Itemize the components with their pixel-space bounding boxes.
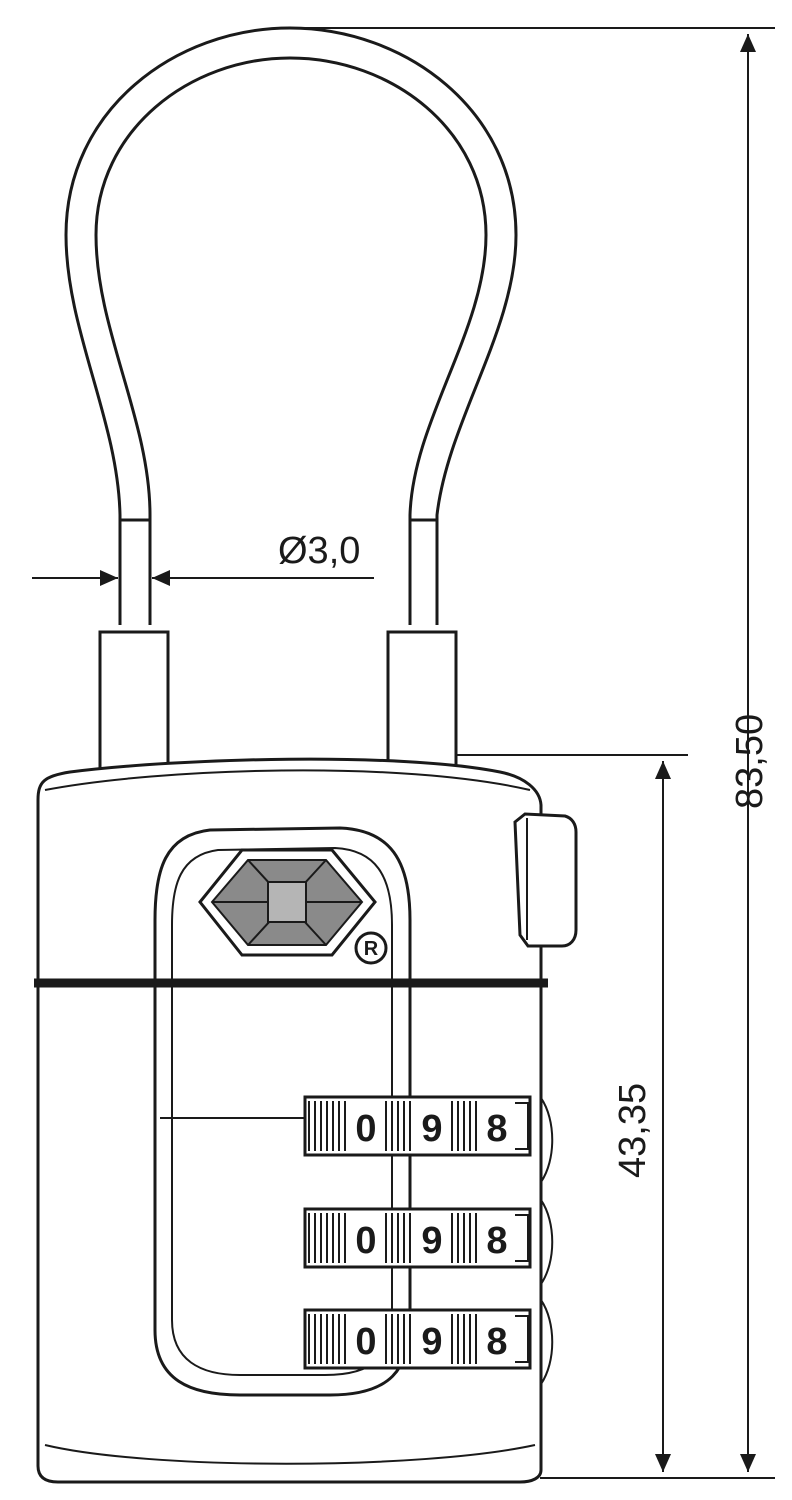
diameter-label: Ø3,0: [278, 530, 360, 572]
dial-digit: 8: [486, 1321, 507, 1363]
dial-row: 0 9 8: [303, 1308, 532, 1370]
lock-body: [34, 757, 578, 1484]
dial-row: 0 9 8: [303, 1095, 532, 1157]
dimension-total-height: [290, 27, 775, 1479]
dial-digit: 9: [421, 1321, 442, 1363]
svg-text:R: R: [364, 938, 379, 960]
dial-digit: 9: [421, 1108, 442, 1150]
dial-digit: 0: [355, 1321, 376, 1363]
dial-digit: 8: [486, 1220, 507, 1262]
dial-digit: 9: [421, 1220, 442, 1262]
shackle-collars: [98, 630, 458, 772]
dimension-body-height: [456, 754, 688, 1472]
dial-digit: 0: [355, 1220, 376, 1262]
tsa-logo-icon: [198, 848, 377, 957]
combination-dials: 0 9 8 0 9 8 0 9 8: [303, 1095, 532, 1370]
total-height-label: 83,50: [729, 714, 771, 809]
dial-digit: 0: [355, 1108, 376, 1150]
body-height-label: 43,35: [612, 1083, 654, 1178]
dial-row: 0 9 8: [303, 1207, 532, 1269]
dial-digit: 8: [486, 1108, 507, 1150]
registered-mark-icon: R: [354, 931, 388, 965]
